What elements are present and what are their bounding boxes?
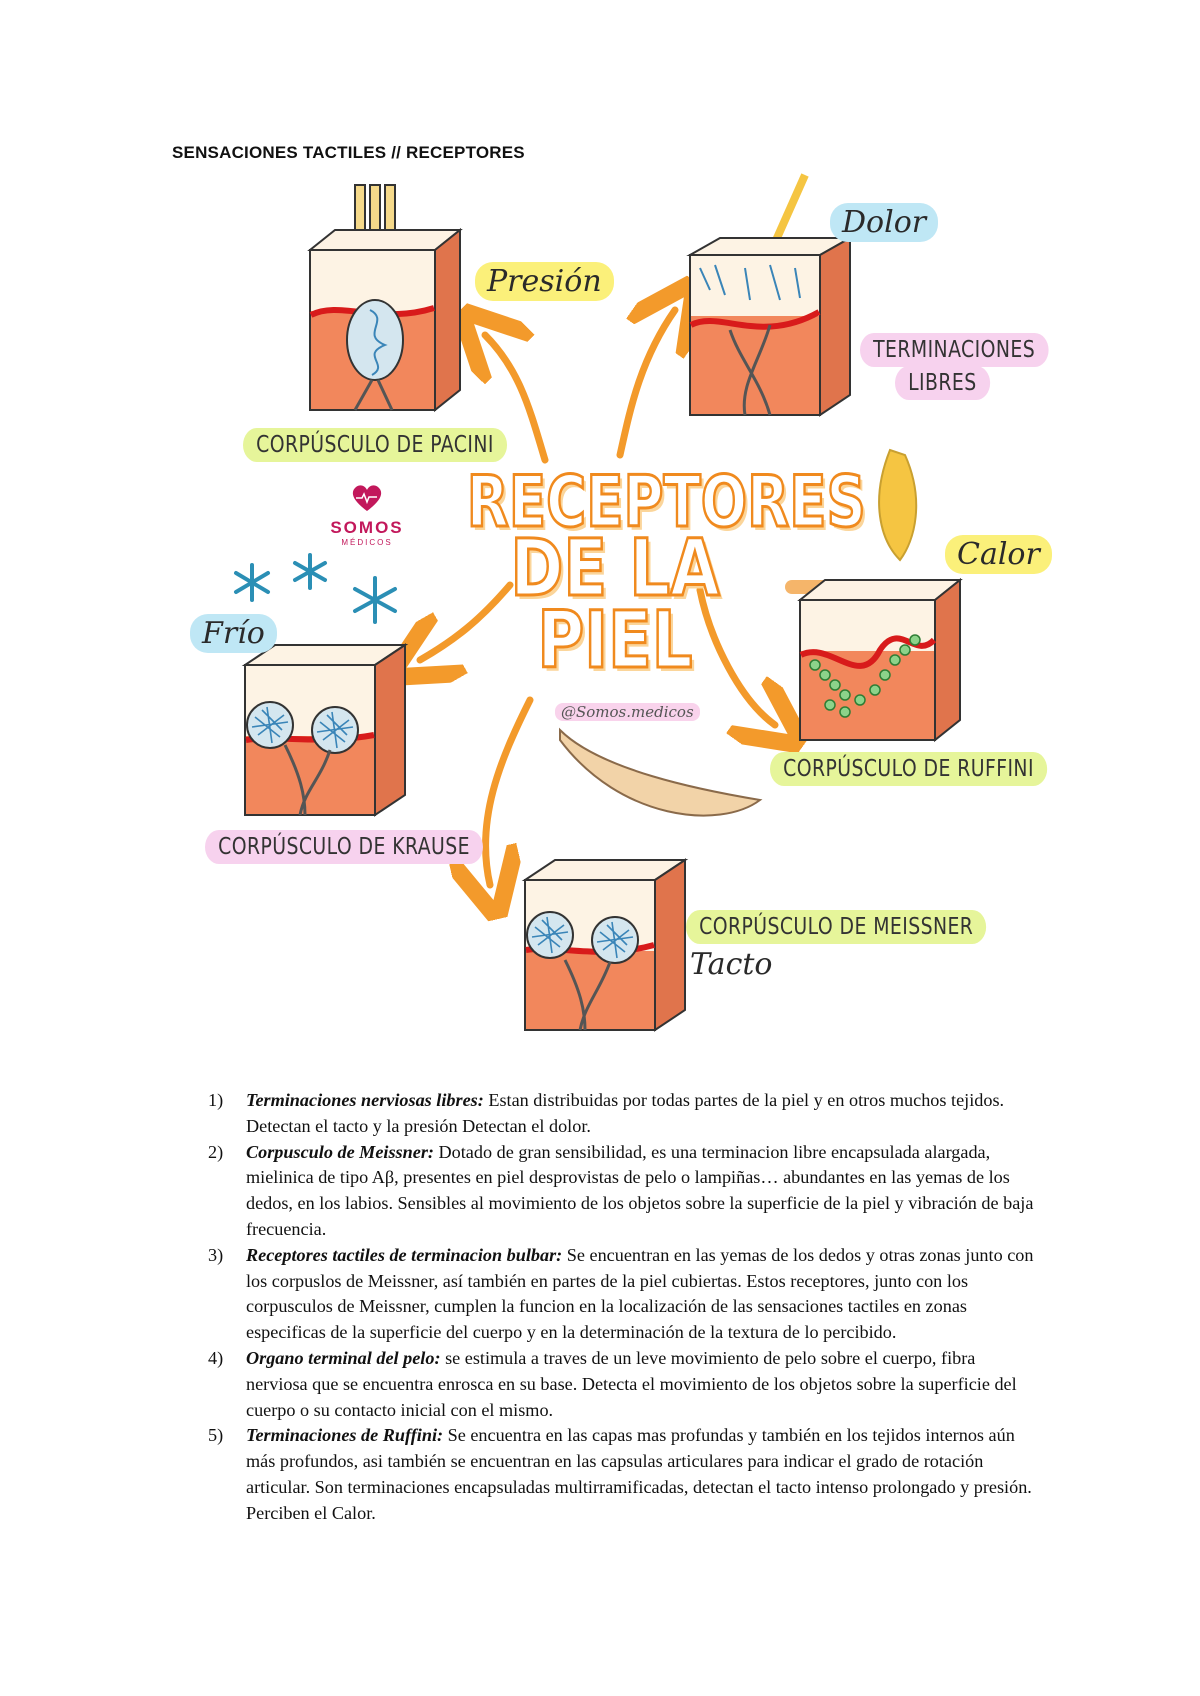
list-term: Terminaciones nerviosas libres: [246, 1090, 484, 1110]
snowflake-icons [234, 553, 397, 624]
label-ruffini: CORPÚSCULO DE RUFFINI [770, 752, 1048, 786]
list-text: Estan distribuidas por todas partes de l… [246, 1090, 1005, 1136]
title-line-1: RECEPTORES [466, 461, 867, 543]
feather-drawing [559, 727, 763, 817]
label-tacto: Tacto [690, 947, 773, 982]
list-term: Receptores tactiles de terminacion bulba… [246, 1244, 563, 1265]
ruffini-skin-block [785, 448, 963, 743]
label-meissner: CORPÚSCULO DE MEISSNER [686, 910, 987, 944]
label-calor: Calor [945, 535, 1052, 574]
list-number: 2) [208, 1141, 224, 1162]
list-text: se estimula a traves de un leve movimien… [246, 1347, 1017, 1420]
meissner-skin-block [521, 858, 689, 1032]
list-item: 5) Terminaciones de Ruffini: Se encuentra… [208, 1423, 1038, 1526]
list-item: 2) Corpusculo de Meissner: Dotado de gran… [208, 1140, 1038, 1243]
infographic-title: RECEPTORES DE LA PIEL [425, 461, 867, 687]
document-title: SENSACIONES TACTILES // RECEPTORES [172, 143, 525, 162]
arrow-to-libres [616, 310, 675, 459]
arrow-to-pacini [485, 335, 549, 464]
list-term: Corpusculo de Meissner: [246, 1141, 434, 1162]
list-item: 4) Organo terminal del pelo: se estimula … [208, 1346, 1038, 1423]
heart-icon [352, 485, 382, 511]
list-text: Se encuentran en las yemas de los dedos … [246, 1244, 1034, 1343]
list-term: Organo terminal del pelo: [246, 1347, 441, 1368]
krause-skin-block [241, 643, 409, 817]
list-number: 5) [208, 1425, 224, 1446]
title-line-2: DE LA [509, 524, 721, 615]
list-text: Dotado de gran sensibilidad, es una term… [246, 1141, 1034, 1239]
list-number: 1) [208, 1090, 224, 1110]
receptor-descriptions: 1) Terminaciones nerviosas libres: Estan … [208, 1088, 1038, 1527]
arrow-to-krause [420, 581, 514, 660]
somos-medicos-logo: SOMOS MÉDICOS [322, 483, 412, 547]
label-krause: CORPÚSCULO DE KRAUSE [205, 830, 484, 864]
title-line-3: PIEL [536, 596, 694, 687]
label-libres-line2: LIBRES [895, 366, 990, 400]
social-handle: @Somos.medicos [555, 703, 700, 721]
arrow-to-ruffini [696, 586, 775, 725]
arrow-to-meissner [486, 696, 534, 885]
arrows [420, 310, 775, 885]
list-item: 1) Terminaciones nerviosas libres: Estan … [208, 1088, 1038, 1140]
brand-name: SOMOS [330, 518, 404, 537]
label-presion: Presión [475, 262, 614, 301]
label-frio: Frío [190, 614, 277, 653]
pacini-skin-block [307, 184, 463, 413]
label-libres-line1: TERMINACIONES [860, 333, 1049, 367]
list-term: Terminaciones de Ruffini: [246, 1425, 444, 1446]
receptors-infographic [234, 173, 963, 1032]
label-dolor: Dolor [830, 203, 939, 242]
list-number: 3) [208, 1244, 224, 1265]
list-item: 3) Receptores tactiles de terminacion bul… [208, 1243, 1038, 1346]
brand-subtitle: MÉDICOS [341, 538, 393, 547]
label-pacini: CORPÚSCULO DE PACINI [243, 428, 507, 462]
free-endings-skin-block [686, 173, 854, 417]
list-number: 4) [208, 1347, 224, 1368]
list-text: Se encuentra en las capas mas profundas … [246, 1425, 1032, 1523]
